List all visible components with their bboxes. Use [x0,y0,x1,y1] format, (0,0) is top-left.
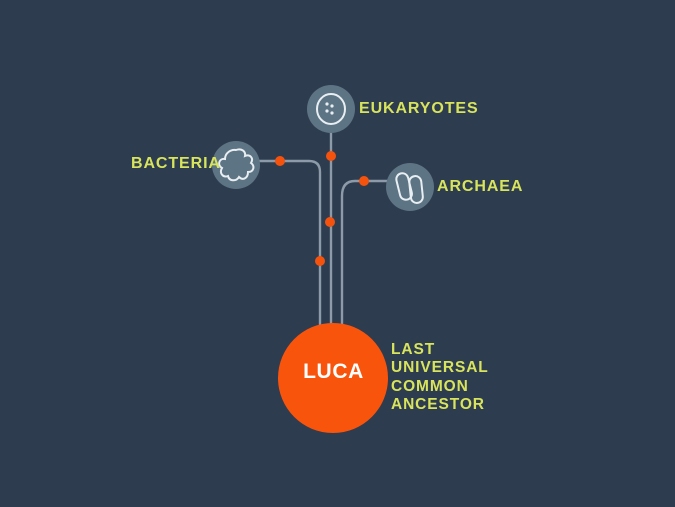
branch-label-bacteria: BACTERIA [131,155,221,172]
organelle-dot [325,102,329,106]
organelle-dot [330,111,334,115]
luca-short-label: LUCA [303,360,364,383]
icon-bacteria-group[interactable] [212,141,260,189]
icon-archaea-group[interactable] [386,163,434,211]
organelle-dot [330,104,334,108]
dot-trunk-lower [315,256,325,266]
amoeba-blob-icon [218,148,255,182]
dot-trunk-upper [325,217,335,227]
branch-label-eukaryotes: EUKARYOTES [359,100,479,117]
luca-label-line-2: UNIVERSAL [391,359,489,377]
luca-circle[interactable] [278,323,388,433]
dot-bacteria-branch [275,156,285,166]
luca-full-label: LAST UNIVERSAL COMMON ANCESTOR [391,341,489,414]
nucleated-cell-icon [316,93,346,125]
branch-lines-group [253,131,390,337]
node-dots-group [275,151,369,266]
organelle-dot [325,109,329,113]
bacteria-branch-line [253,159,322,332]
dot-eukaryote-branch [326,151,336,161]
luca-label-line-3: COMMON [391,377,469,395]
luca-label-line-1: LAST [391,341,436,358]
icon-eukaryotes-group[interactable] [307,85,355,133]
archaea-branch-line [340,179,390,334]
branch-label-archaea: ARCHAEA [437,178,524,195]
twin-rod-cells-icon-second [408,175,424,204]
dot-archaea-branch [359,176,369,186]
luca-label-line-4: ANCESTOR [391,395,485,413]
eukaryotes-icon-circle[interactable] [307,85,355,133]
